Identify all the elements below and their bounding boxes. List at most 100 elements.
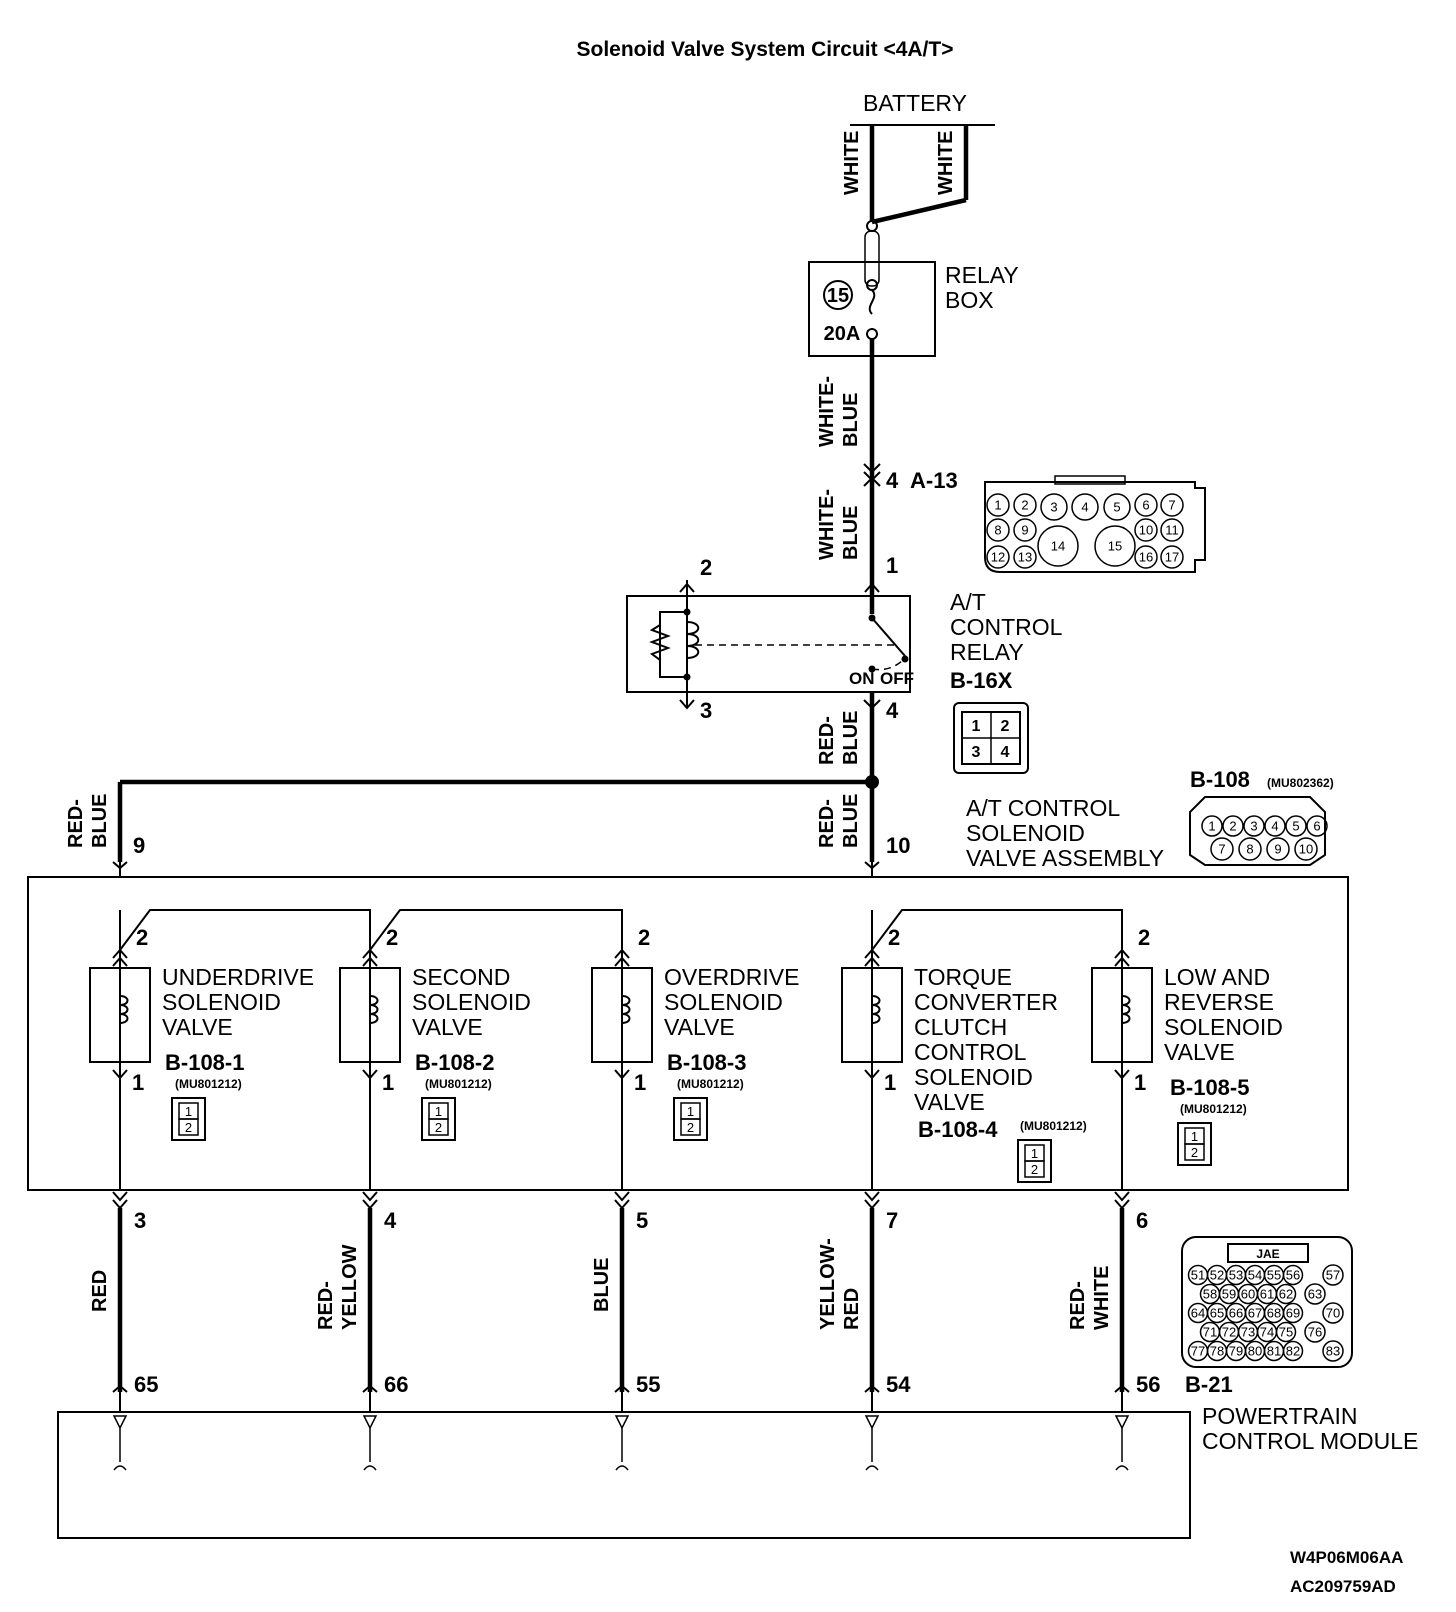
valve-pin-1: 1 — [132, 1070, 144, 1095]
b21-pin: 59 — [1222, 1287, 1236, 1302]
output-connector-mark — [112, 1191, 128, 1210]
pcm-terminal-end — [615, 1465, 629, 1471]
b108-part: (MU802362) — [1267, 776, 1334, 790]
a13-pin-ring — [1040, 493, 1068, 521]
wire-color-white-b: WHITE — [935, 131, 957, 195]
valve-connector-pin-1: 1 — [1191, 1129, 1198, 1144]
valve-connector-pin-2: 2 — [687, 1120, 694, 1135]
valve-coil — [119, 995, 129, 1024]
b21-pin-ring — [1275, 1283, 1297, 1305]
b21-pin-ring — [1322, 1302, 1344, 1324]
valve-label-line: REVERSE — [1164, 989, 1274, 1015]
a13-pin-ring — [1013, 545, 1037, 569]
b21-pin-ring — [1304, 1321, 1326, 1343]
a13-pin-ring — [1134, 518, 1158, 542]
b108-pin: 9 — [1274, 842, 1281, 857]
valve-connector-cell — [1184, 1143, 1205, 1161]
wire-color-red-blue-2b: BLUE — [89, 794, 111, 848]
valve-connector-face — [1177, 1122, 1212, 1166]
b21-pin-ring — [1282, 1264, 1304, 1286]
a13-pin-ring — [1013, 493, 1037, 517]
valve-connector-id: B-108-1 — [165, 1050, 244, 1075]
valve-pin-top-mark — [1114, 956, 1130, 967]
relay-resistor-loop — [659, 611, 687, 678]
b108-pin-ring — [1294, 837, 1318, 861]
valve-pin-2: 2 — [136, 925, 148, 950]
valve-label-line: SOLENOID — [664, 989, 783, 1015]
a13-pin-ring — [986, 518, 1010, 542]
valve-pin-1: 1 — [884, 1070, 896, 1095]
b21-pin: 78 — [1210, 1344, 1224, 1359]
valve-pin-2: 2 — [638, 925, 650, 950]
valve-connector-id: B-108-3 — [667, 1050, 746, 1075]
valve-connector-cell — [178, 1118, 199, 1136]
relay-label-2: CONTROL — [950, 614, 1063, 640]
valve-pin-1: 1 — [634, 1070, 646, 1095]
b21-pin: 60 — [1241, 1287, 1255, 1302]
a13-pin: 7 — [1168, 498, 1175, 513]
b21-pin: 70 — [1326, 1306, 1340, 1321]
relay-label-1: A/T — [950, 589, 986, 615]
relay-coil — [686, 621, 700, 659]
pcm-terminal — [1114, 1415, 1130, 1430]
valve-label-line: OVERDRIVE — [664, 964, 799, 990]
pcm-label-1: POWERTRAIN — [1202, 1403, 1357, 1429]
valve-label-line: TORQUE — [914, 964, 1012, 990]
assembly-pin-9: 9 — [133, 833, 145, 858]
a13-pin: 15 — [1108, 539, 1122, 554]
valve-label-line: CLUTCH — [914, 1014, 1007, 1040]
output-connector-mark — [614, 1191, 630, 1210]
battery-section: BATTERY WHITE WHITE — [841, 90, 995, 225]
pcm-pin: 66 — [384, 1372, 408, 1397]
valve-connector-cell — [680, 1118, 701, 1136]
b108-pin: 8 — [1246, 842, 1253, 857]
assembly-label-3: VALVE ASSEMBLY — [966, 845, 1164, 871]
output-connector-mark — [864, 1191, 880, 1210]
valve-pin-top-mark — [112, 956, 128, 967]
wire-color-label: WHITE — [1091, 1266, 1113, 1330]
pcm-pin-mark — [614, 1384, 630, 1393]
valve-connector-face — [171, 1097, 206, 1141]
pcm-terminal — [112, 1415, 128, 1430]
b21-header-box — [1227, 1243, 1309, 1263]
valve-label-line: VALVE — [664, 1014, 735, 1040]
output-pin: 5 — [636, 1208, 648, 1233]
pcm-pin-mark — [1114, 1384, 1130, 1393]
valve-pin-bottom-mark — [1114, 1069, 1130, 1080]
relay-box-terminal-top — [866, 220, 878, 232]
a13-pin: 1 — [994, 498, 1001, 513]
a13-pin-ring — [1160, 545, 1184, 569]
valve-label-line: VALVE — [412, 1014, 483, 1040]
valve-connector-face — [673, 1097, 708, 1141]
b108-pin-ring — [1266, 837, 1290, 861]
pcm-terminal — [614, 1415, 630, 1430]
valve-connector-part: (MU801212) — [175, 1077, 242, 1091]
b16x-housing — [953, 702, 1029, 774]
pcm-pin-mark — [864, 1384, 880, 1393]
pcm-pin: 54 — [886, 1372, 911, 1397]
valve-pin-bottom-mark — [864, 1069, 880, 1080]
b21-pin: 51 — [1191, 1268, 1205, 1283]
output-pin: 3 — [134, 1208, 146, 1233]
a13-housing — [984, 481, 1206, 573]
valve-pin-bottom-mark — [614, 1069, 630, 1080]
a13-pin: 13 — [1018, 550, 1032, 565]
solenoid-valves: 21UNDERDRIVESOLENOIDVALVEB-108-1(MU80121… — [89, 909, 1283, 1471]
b21-pin: 67 — [1248, 1306, 1262, 1321]
relay-pin-3: 3 — [700, 698, 712, 723]
relay-label-3: RELAY — [950, 639, 1024, 665]
output-connector-mark — [1114, 1191, 1130, 1210]
valve-pin-1: 1 — [382, 1070, 394, 1095]
b21-pin: 52 — [1210, 1268, 1224, 1283]
valve-coil — [871, 995, 881, 1024]
output-pin: 4 — [384, 1208, 397, 1233]
b16x-pin: 3 — [972, 744, 981, 761]
pcm-pin-mark — [112, 1384, 128, 1393]
assembly-label-1: A/T CONTROL — [966, 795, 1120, 821]
valve-connector-part: (MU801212) — [1180, 1102, 1247, 1116]
valve-connector-pin-2: 2 — [185, 1120, 192, 1135]
